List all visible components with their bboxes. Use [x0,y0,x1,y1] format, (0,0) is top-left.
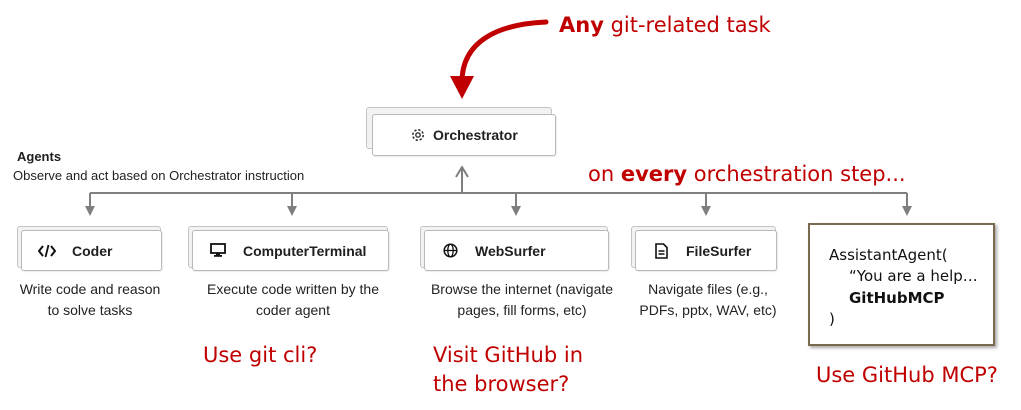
assistant-line-1: AssistantAgent( [829,246,948,264]
agent-desc-filesurfer: Navigate files (e.g., PDFs, pptx, WAV, e… [639,281,777,318]
file-icon [650,240,672,262]
agent-desc-coder: Write code and reason to solve tasks [19,281,161,318]
question-github-mcp: Use GitHub MCP? [816,363,998,387]
orchestrator-label: Orchestrator [433,127,518,143]
assistant-line-2: “You are a help… [849,267,978,285]
question-git-cli: Use git cli? [203,343,318,367]
agent-desc-terminal: Execute code written by the coder agent [207,281,379,318]
agent-name-filesurfer: FileSurfer [686,242,752,259]
red-arrowhead [450,76,474,99]
question-visit-github-line1: Visit GitHub in [433,343,584,367]
assistant-line-3: GitHubMCP [849,289,945,307]
top-annotation: Any git-related task [559,13,771,37]
agent-connectors [85,166,912,216]
agents-subtitle: Observe and act based on Orchestrator in… [13,168,305,183]
code-icon [36,240,58,262]
agent-name-websurfer: WebSurfer [475,242,546,259]
agent-name-coder: Coder [72,242,113,259]
agents-title: Agents [17,149,62,164]
red-curved-arrow [459,19,549,85]
gear-icon [407,124,429,146]
assistant-line-4: ) [829,310,835,328]
question-visit-github-line2: the browser? [433,372,570,396]
assistant-agent-box: AssistantAgent( “You are a help… GitHubM… [808,223,995,346]
agent-name-terminal: ComputerTerminal [243,242,367,259]
monitor-icon [207,240,229,262]
step-annotation: on every orchestration step... [588,162,906,186]
agent-desc-websurfer: Browse the internet (navigate pages, fil… [430,281,614,318]
globe-icon [439,240,461,262]
orchestrator-up-arrowhead [455,166,469,178]
